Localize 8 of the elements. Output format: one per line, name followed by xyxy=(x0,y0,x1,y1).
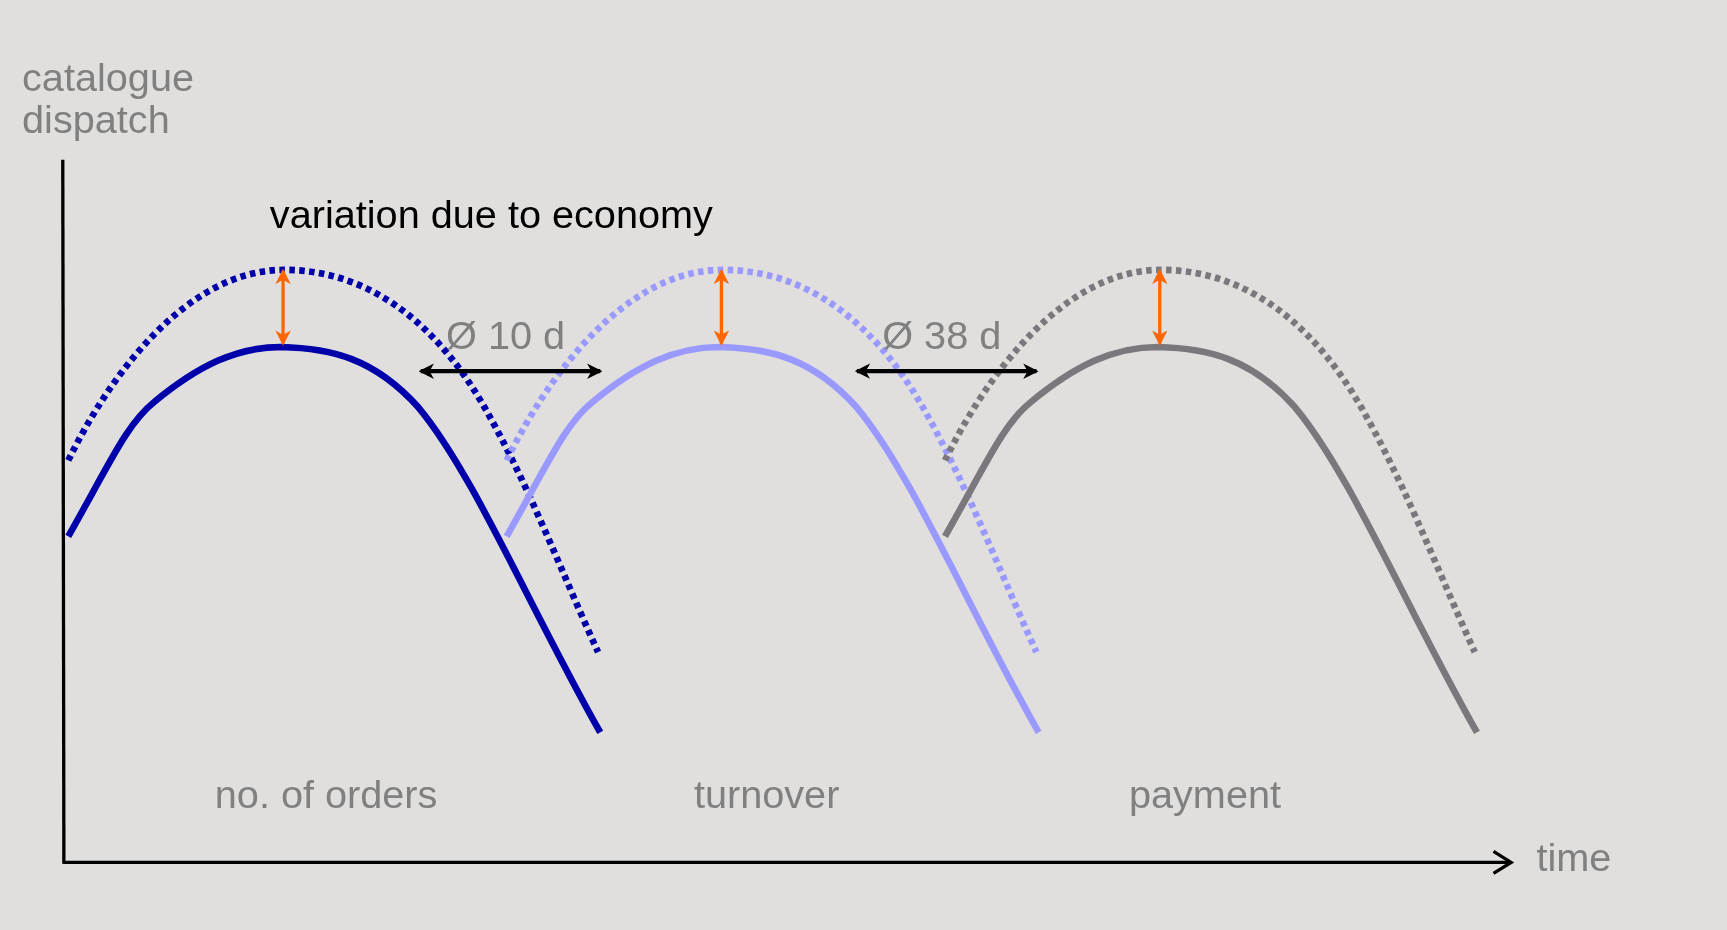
dimension-label: Ø 10 d xyxy=(446,315,566,357)
curve-label: no. of orders xyxy=(214,774,438,817)
dimension-label: Ø 38 d xyxy=(882,315,1002,357)
curve-label: turnover xyxy=(693,774,840,817)
chart-annotation: variation due to economy xyxy=(269,193,713,236)
axis-label: time xyxy=(1536,837,1612,879)
curve-label: payment xyxy=(1128,774,1281,817)
axis-label: catalogue dispatch xyxy=(22,57,195,141)
